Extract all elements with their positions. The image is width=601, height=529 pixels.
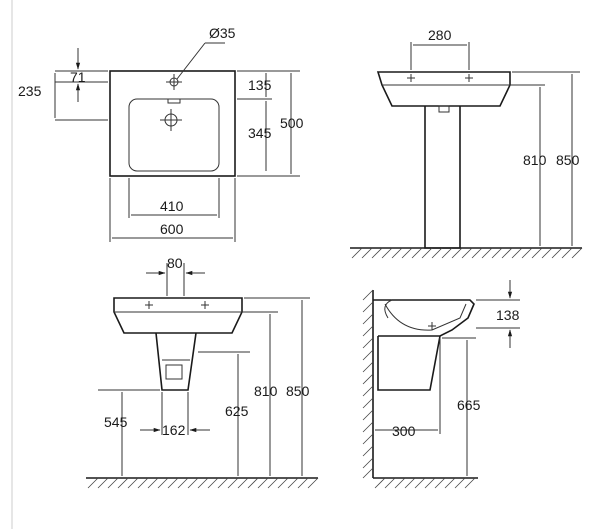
label-tap-spacing-80: 80 [167,255,183,271]
label-depth-300: 300 [392,423,416,439]
semi-pedestal-shroud [155,332,197,391]
label-rim-138: 138 [496,307,520,323]
pedestal-column [424,106,461,249]
semi-pedestal-front-view: 80 545 162 625 810 850 [86,255,319,489]
label-semi-height-810: 810 [254,383,278,399]
label-depth-135: 135 [248,77,272,93]
pedestal-basin [376,71,511,107]
label-trap-width-162: 162 [162,422,186,438]
basin-outline [109,70,236,177]
side-section-view: 138 300 665 [362,280,520,489]
label-height-545: 545 [104,414,128,430]
label-inner-width-410: 410 [160,198,184,214]
top-view: Ø35 71 235 135 345 500 410 600 [18,25,304,242]
label-tap-spacing-280: 280 [428,27,452,43]
label-height-665: 665 [457,397,481,413]
label-height-850: 850 [556,152,580,168]
label-offset-71: 71 [70,69,86,85]
front-pedestal-view: 280 810 850 [350,27,583,259]
label-height-625: 625 [225,403,249,419]
label-semi-height-850: 850 [286,383,310,399]
section-shroud [377,335,441,391]
label-hole-diameter: Ø35 [209,25,236,41]
label-depth-345: 345 [248,125,272,141]
label-depth-500: 500 [280,115,304,131]
label-offset-235: 235 [18,83,42,99]
overflow-slot [167,98,181,104]
semi-basin [113,297,243,334]
label-width-600: 600 [160,221,184,237]
label-height-810: 810 [523,152,547,168]
basin-bowl [128,98,220,172]
